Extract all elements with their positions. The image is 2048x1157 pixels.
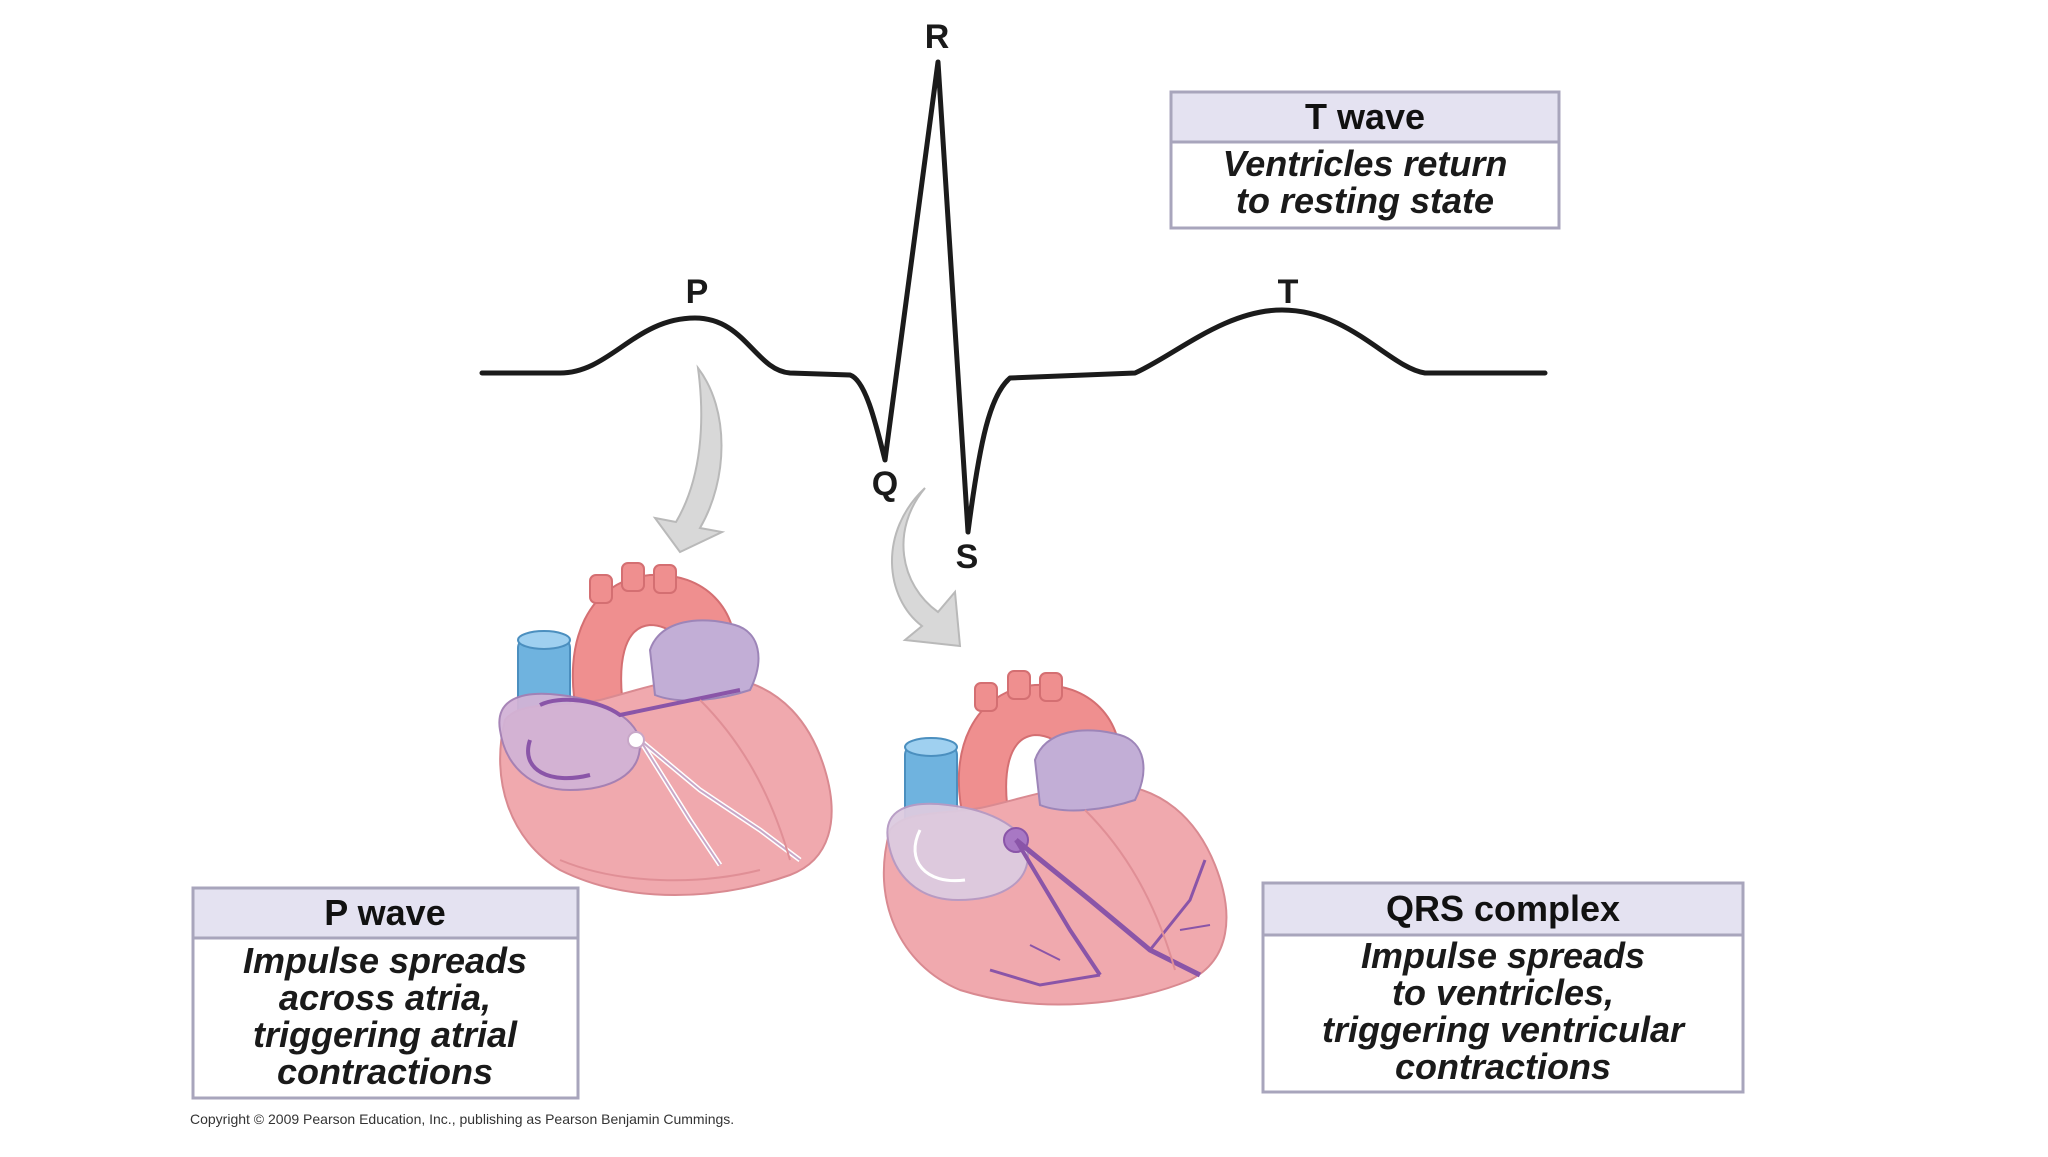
curved-down-arrow-icon [891,487,962,648]
t-wave-line-1: Ventricles return [1223,143,1508,184]
p-wave-line-4: contractions [277,1051,493,1092]
p-wave-line-1: Impulse spreads [243,940,527,981]
heart-ventricles-icon [882,670,1228,1006]
label-s: S [956,538,979,576]
label-r: R [925,18,950,56]
qrs-line-3: triggering ventricular [1322,1009,1686,1050]
p-wave-box: P wave Impulse spreads across atria, tri… [191,886,580,1100]
heart-atria-icon [498,562,833,896]
label-t: T [1278,273,1299,311]
p-wave-line-3: triggering atrial [253,1014,518,1055]
qrs-complex-box: QRS complex Impulse spreads to ventricle… [1261,881,1745,1094]
p-wave-line-2: across atria, [279,977,491,1018]
p-wave-title: P wave [324,892,445,933]
qrs-title: QRS complex [1386,888,1620,929]
qrs-line-1: Impulse spreads [1361,935,1645,976]
ecg-trace [479,59,1548,535]
copyright-notice: Copyright © 2009 Pearson Education, Inc.… [190,1111,734,1127]
qrs-line-4: contractions [1395,1046,1611,1087]
curved-down-arrow-icon [652,364,726,554]
qrs-line-2: to ventricles, [1392,972,1614,1013]
label-q: Q [872,465,898,503]
label-p: P [686,273,709,311]
t-wave-line-2: to resting state [1236,180,1494,221]
t-wave-box: T wave Ventricles return to resting stat… [1169,90,1561,230]
t-wave-title: T wave [1305,96,1425,137]
